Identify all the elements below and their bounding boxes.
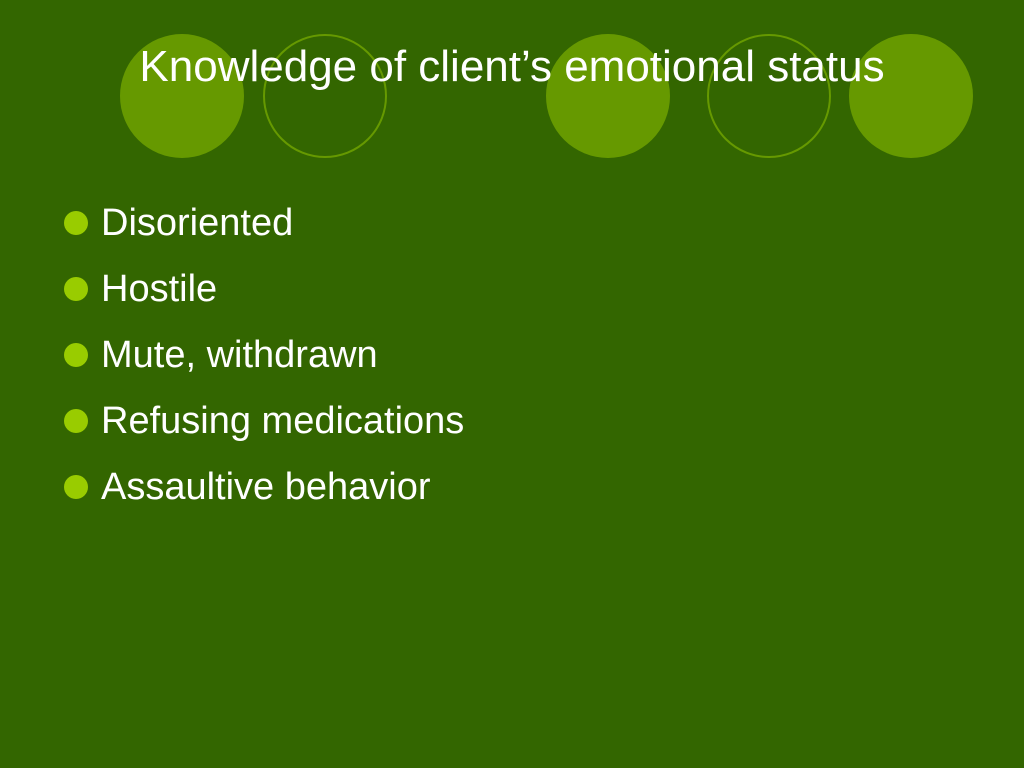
bullet-item-refusing-medications: Refusing medications xyxy=(64,388,464,454)
bullet-dot-icon xyxy=(64,211,88,235)
decorative-circle-outline-1 xyxy=(263,34,387,158)
decorative-circle-filled-2 xyxy=(546,34,670,158)
bullet-text: Assaultive behavior xyxy=(101,465,431,508)
bullet-item-mute-withdrawn: Mute, withdrawn xyxy=(64,322,464,388)
bullet-item-disoriented: Disoriented xyxy=(64,190,464,256)
bullet-dot-icon xyxy=(64,343,88,367)
decorative-circle-outline-2 xyxy=(707,34,831,158)
slide-title: Knowledge of client’s emotional status xyxy=(139,42,885,91)
decorative-circle-filled-3 xyxy=(849,34,973,158)
bullet-text: Mute, withdrawn xyxy=(101,333,378,376)
bullet-text: Refusing medications xyxy=(101,399,465,442)
decorative-circle-filled-1 xyxy=(120,34,244,158)
bullet-dot-icon xyxy=(64,409,88,433)
bullet-text: Disoriented xyxy=(101,201,294,244)
bullet-list: Disoriented Hostile Mute, withdrawn Refu… xyxy=(64,190,464,520)
bullet-text: Hostile xyxy=(101,267,218,310)
bullet-dot-icon xyxy=(64,475,88,499)
bullet-item-hostile: Hostile xyxy=(64,256,464,322)
bullet-dot-icon xyxy=(64,277,88,301)
bullet-item-assaultive-behavior: Assaultive behavior xyxy=(64,454,464,520)
